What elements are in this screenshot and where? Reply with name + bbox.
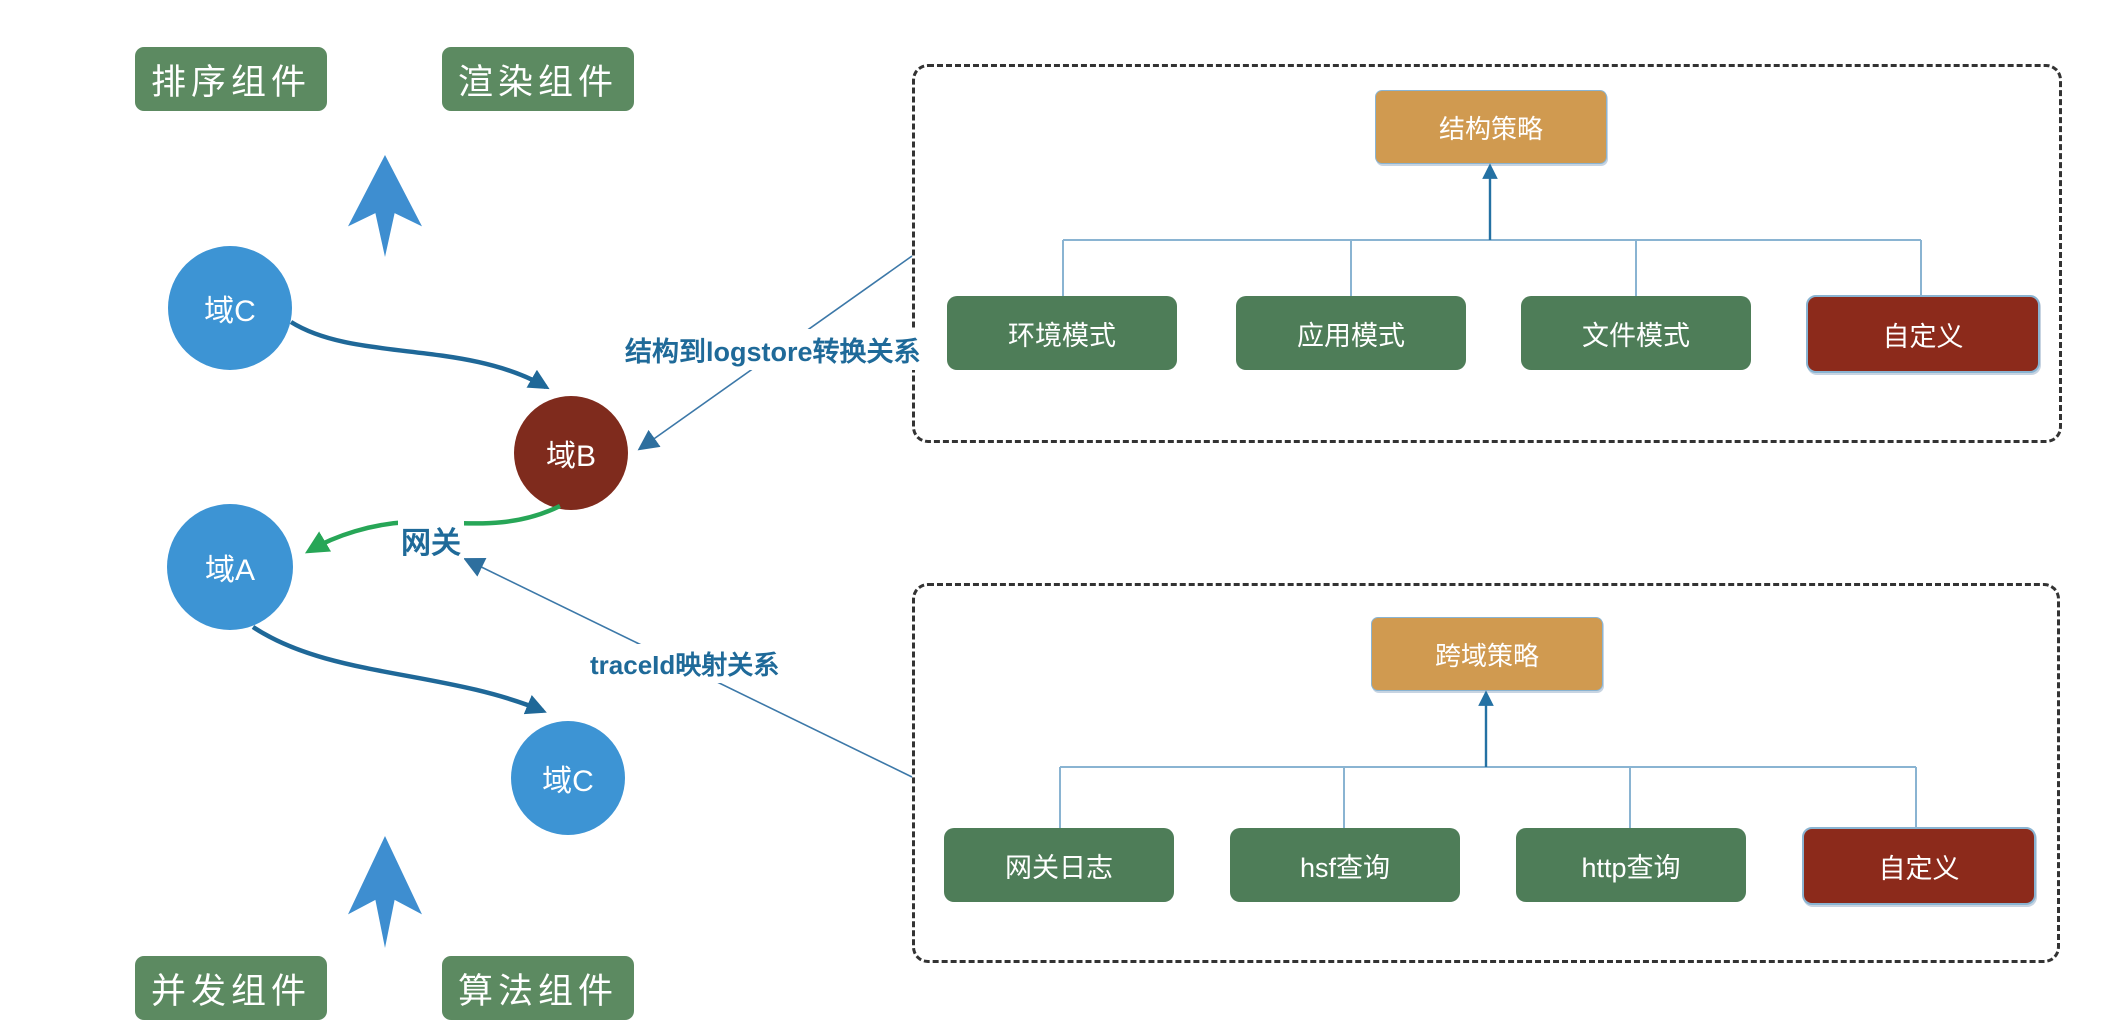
component-box-label: 算法组件 [457, 971, 618, 1012]
tree-node-custom-bottom: 自定义 [1802, 827, 2036, 905]
edge-label-structure-to-logstore: 结构到logstore转换关系 [622, 329, 924, 370]
edge-domainA-to-domainCbottom [251, 625, 547, 715]
tree-node-label: 环境模式 [1008, 320, 1116, 351]
component-box-label: 并发组件 [150, 971, 311, 1012]
component-box-concurrency: 并发组件 [135, 956, 327, 1020]
edge-label-gateway: 网关 [398, 517, 464, 563]
tree-node-label: 网关日志 [1005, 852, 1113, 883]
tree-node-label: hsf查询 [1299, 852, 1391, 883]
tree-node-hsf-query: hsf查询 [1230, 828, 1460, 902]
tree-node-file-mode: 文件模式 [1521, 296, 1751, 370]
structure-strategy-panel [912, 64, 2062, 443]
tree-node-label: 自定义 [1882, 321, 1964, 352]
tree-root-label: 结构策略 [1438, 113, 1543, 144]
component-box-render: 渲染组件 [442, 47, 634, 111]
node-domain-a: 域A [167, 504, 293, 630]
tree-root-structure: 结构策略 [1375, 90, 1607, 164]
tree-node-app-mode: 应用模式 [1236, 296, 1466, 370]
up-arrow-icon [348, 155, 422, 257]
tree-node-http-query: http查询 [1516, 828, 1746, 902]
component-box-label: 渲染组件 [457, 62, 618, 103]
edge-label-text: 结构到logstore转换关系 [625, 337, 921, 367]
edge-label-text: traceId映射关系 [590, 650, 780, 680]
tree-root-cross-domain: 跨域策略 [1371, 617, 1603, 691]
component-box-sort: 排序组件 [135, 47, 327, 111]
tree-node-env-mode: 环境模式 [947, 296, 1177, 370]
tree-root-label: 跨域策略 [1434, 640, 1539, 671]
tree-node-label: http查询 [1581, 852, 1681, 883]
node-domain-c-bottom: 域C [511, 721, 625, 835]
tree-node-label: 自定义 [1878, 853, 1960, 884]
node-domain-b: 域B [514, 396, 628, 510]
edge-label-text: 网关 [401, 527, 461, 560]
up-arrow-icon [348, 836, 422, 948]
tree-node-custom-top: 自定义 [1806, 295, 2040, 373]
cross-domain-strategy-panel [912, 583, 2060, 963]
node-label: 域A [204, 554, 255, 587]
node-label: 域C [204, 295, 256, 328]
node-domain-c-top: 域C [168, 246, 292, 370]
tree-node-gateway-log: 网关日志 [944, 828, 1174, 902]
node-label: 域C [542, 765, 594, 798]
component-box-algorithm: 算法组件 [442, 956, 634, 1020]
edge-domainCtop-to-domainB [289, 320, 550, 390]
tree-node-label: 文件模式 [1582, 320, 1690, 351]
node-label: 域B [545, 440, 596, 473]
tree-node-label: 应用模式 [1297, 320, 1405, 351]
component-box-label: 排序组件 [150, 62, 311, 103]
edge-label-traceid-mapping: traceId映射关系 [587, 644, 783, 683]
